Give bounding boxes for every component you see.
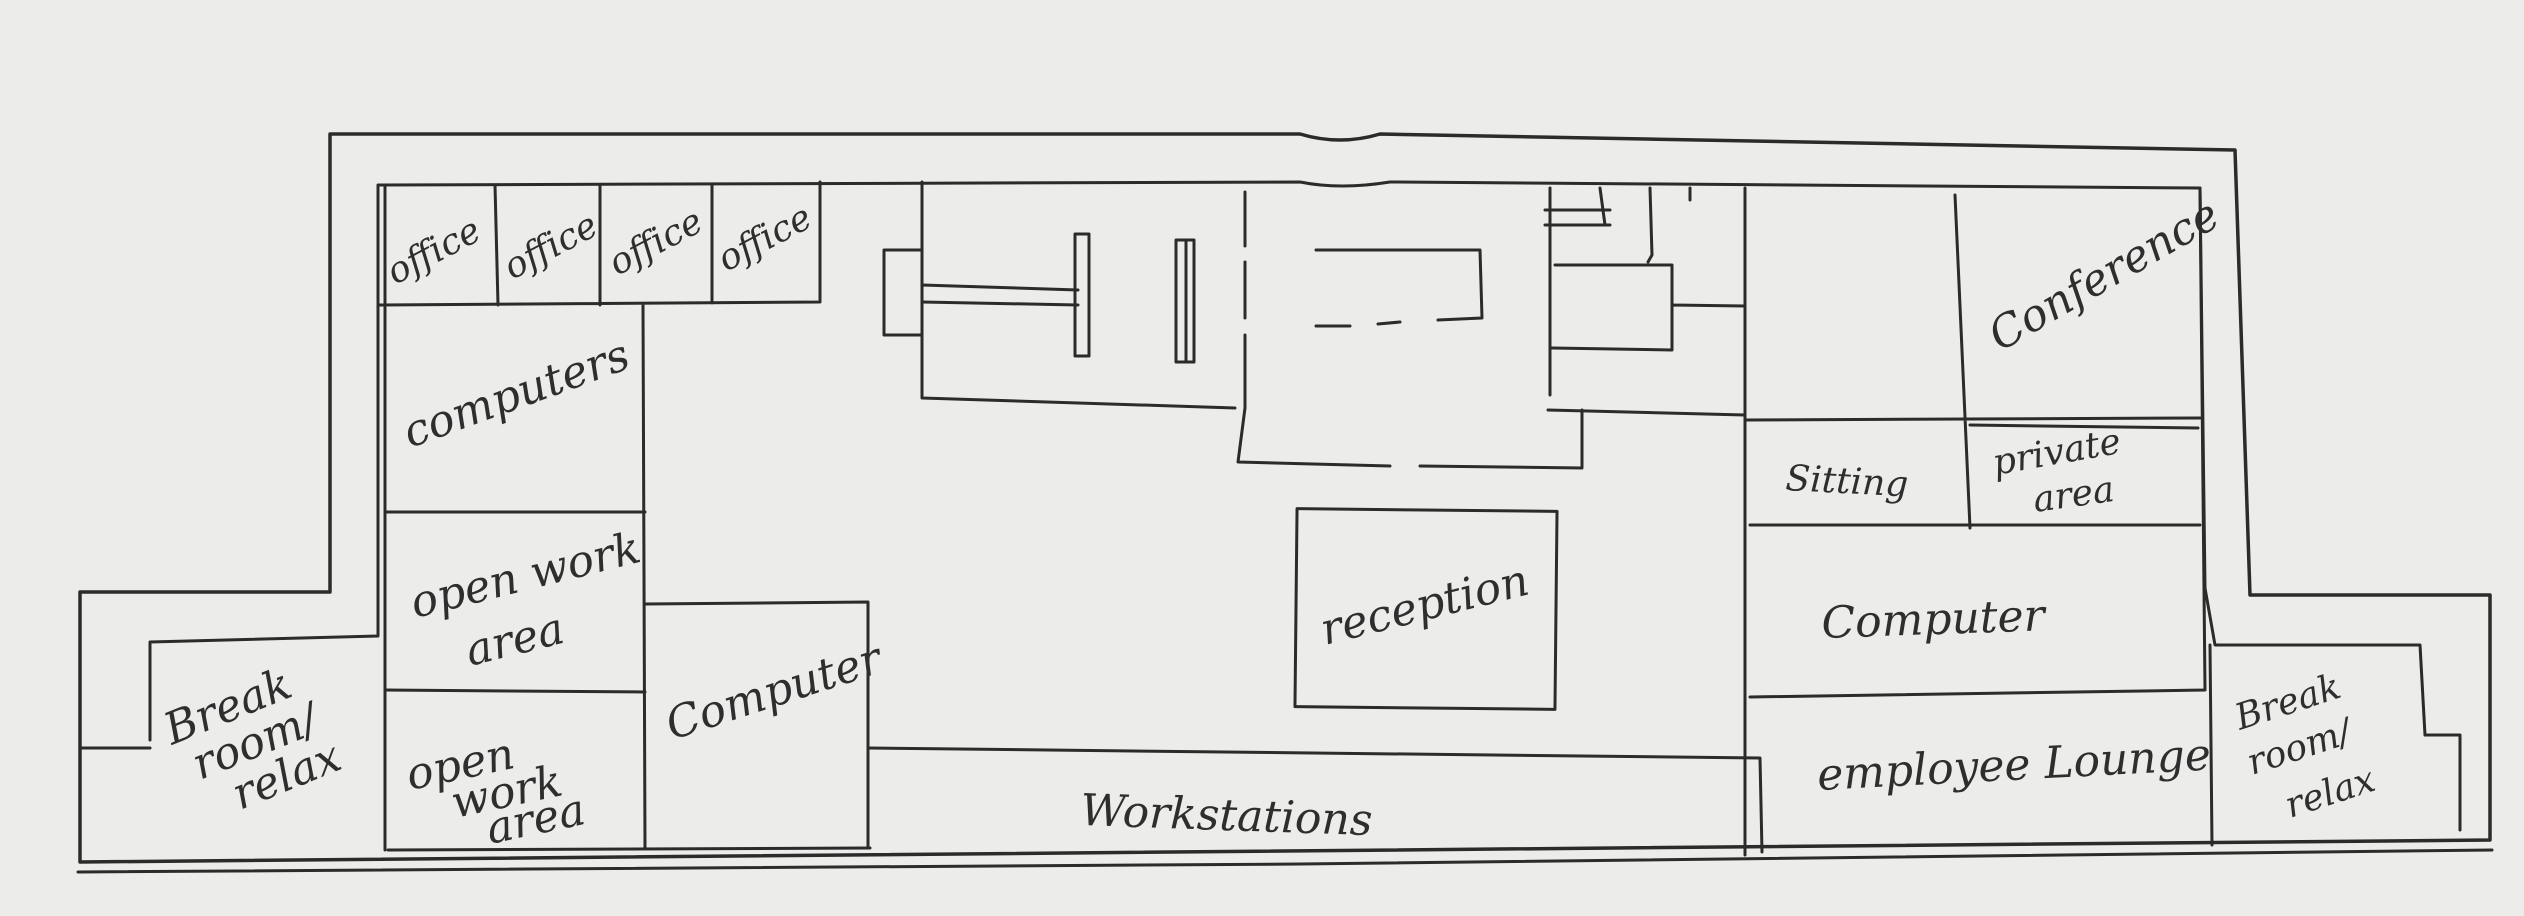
open-work-area-walls bbox=[383, 688, 647, 694]
label-workstations: Workstations bbox=[1080, 785, 1374, 846]
corridor-stub bbox=[882, 248, 924, 337]
inner-wall bbox=[148, 180, 2462, 832]
reception-box bbox=[1293, 507, 1559, 711]
label-computer-right: Computer bbox=[1821, 590, 2049, 649]
office-row bbox=[376, 180, 822, 850]
label-sitting: Sitting bbox=[1785, 458, 1910, 505]
workstations-box bbox=[866, 746, 1764, 854]
stair-post-1 bbox=[1073, 232, 1091, 358]
room-column-walls bbox=[383, 183, 872, 852]
center-block-wall bbox=[920, 180, 1584, 470]
outer-wall-bottom-double bbox=[76, 848, 2494, 874]
computer-left-box bbox=[643, 600, 870, 850]
stair-rail bbox=[920, 283, 1080, 307]
desk-box bbox=[1314, 248, 1484, 328]
outer-wall bbox=[78, 132, 2492, 864]
right-zone-walls bbox=[1743, 186, 2214, 857]
stair-right bbox=[1543, 186, 1747, 417]
